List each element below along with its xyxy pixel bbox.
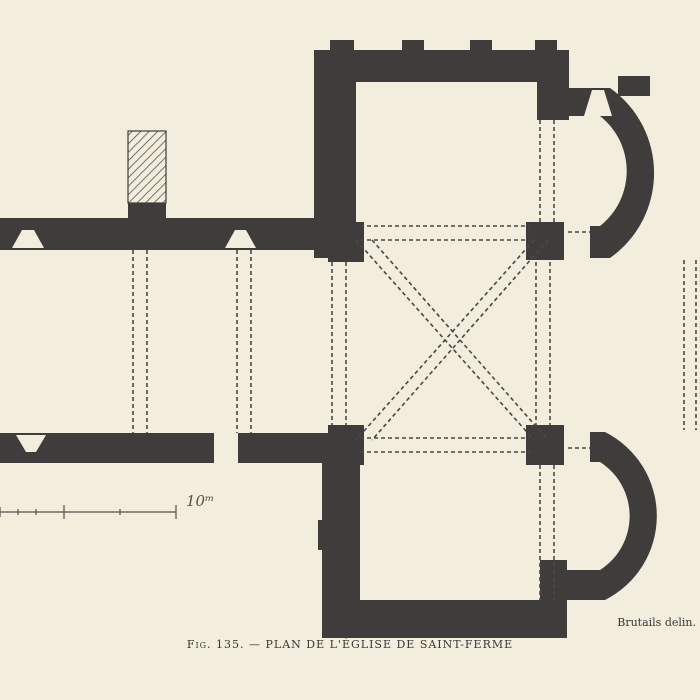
south-apse	[556, 432, 700, 600]
nave-dashed-ribs	[132, 250, 252, 433]
draughtsman-credit: Brutails delin.	[617, 616, 696, 629]
nave-south-wall	[0, 433, 358, 463]
hatched-tower-base	[127, 130, 167, 204]
scale-bar	[0, 505, 177, 519]
nave-north-wall	[0, 202, 330, 250]
north-apse	[556, 76, 696, 258]
crossing-piers	[328, 222, 564, 465]
scale-label: 10ᵐ	[186, 492, 215, 510]
south-transept	[318, 433, 567, 638]
crossing-vault	[331, 120, 697, 600]
figure-caption: Fig. 135. — PLAN DE L'ÉGLISE DE SAINT-FE…	[186, 638, 514, 651]
